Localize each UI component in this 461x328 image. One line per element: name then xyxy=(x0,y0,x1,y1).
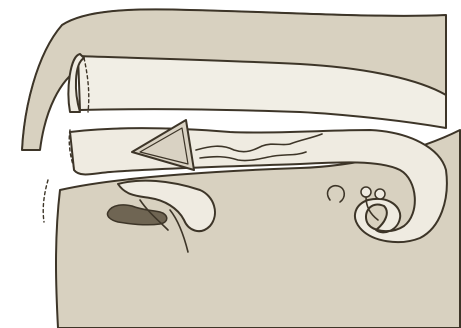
small-circle-1 xyxy=(361,187,371,197)
small-circle-2 xyxy=(375,189,385,199)
left-dashed-boundary xyxy=(43,180,48,222)
